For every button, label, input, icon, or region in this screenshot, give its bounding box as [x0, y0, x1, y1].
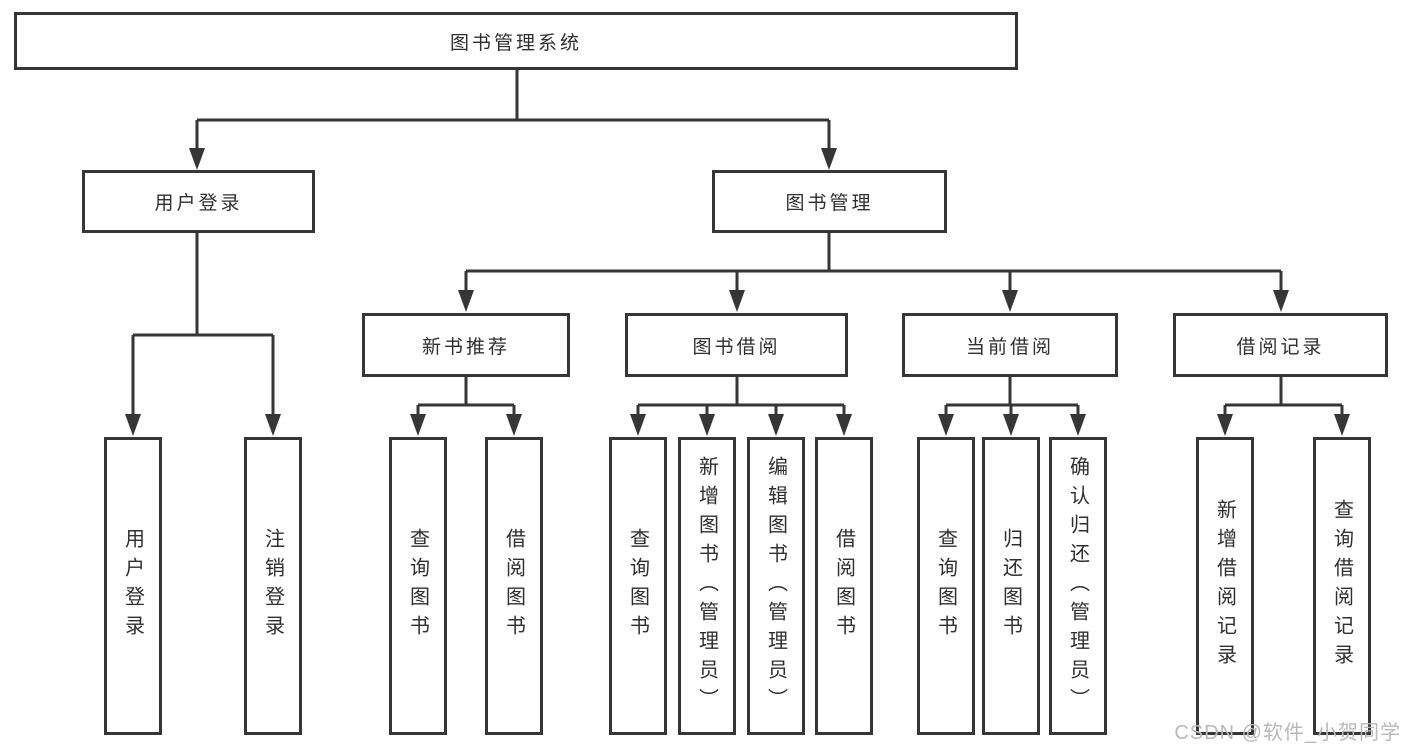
node-user-login: 用户登录: [82, 170, 315, 233]
watermark: CSDN @软件_小贺同学: [1174, 722, 1401, 744]
node-current-borrow: 当前借阅: [902, 313, 1118, 377]
node-book-management-label: 图书管理: [785, 193, 874, 214]
leaf-borrow-edit-books-admin-label: 编辑图书（管理员）: [764, 455, 787, 717]
leaf-recommend-query-books-label: 查询图书: [406, 528, 429, 644]
node-book-borrow-label: 图书借阅: [692, 336, 781, 358]
leaf-borrow-borrow-books: 借阅图书: [815, 437, 873, 735]
leaf-current-query-books: 查询图书: [917, 437, 975, 735]
leaf-recommend-borrow-books: 借阅图书: [485, 437, 543, 735]
leaf-borrow-add-books-admin-label: 新增图书（管理员）: [695, 455, 718, 717]
leaf-logout-label: 注销登录: [261, 528, 284, 644]
leaf-records-add-record-label: 新增借阅记录: [1213, 499, 1236, 673]
node-root: 图书管理系统: [14, 12, 1018, 70]
leaf-logout: 注销登录: [244, 437, 302, 735]
node-book-borrow: 图书借阅: [625, 313, 848, 377]
leaf-borrow-edit-books-admin: 编辑图书（管理员）: [747, 437, 805, 735]
leaf-borrow-add-books-admin: 新增图书（管理员）: [678, 437, 736, 735]
node-book-management: 图书管理: [712, 170, 947, 233]
node-new-book-recommend: 新书推荐: [362, 313, 570, 377]
leaf-records-query-record-label: 查询借阅记录: [1330, 499, 1353, 673]
leaf-records-query-record: 查询借阅记录: [1313, 437, 1371, 735]
leaf-borrow-query-books: 查询图书: [609, 437, 667, 735]
leaf-current-query-books-label: 查询图书: [934, 528, 957, 644]
leaf-records-add-record: 新增借阅记录: [1196, 437, 1254, 735]
node-current-borrow-label: 当前借阅: [965, 336, 1054, 358]
node-user-login-label: 用户登录: [154, 193, 243, 214]
node-new-book-recommend-label: 新书推荐: [421, 336, 510, 358]
leaf-recommend-query-books: 查询图书: [389, 437, 447, 735]
node-root-label: 图书管理系统: [449, 32, 582, 54]
leaf-borrow-borrow-books-label: 借阅图书: [832, 528, 855, 644]
arrowheads: [125, 148, 1350, 436]
leaf-recommend-borrow-books-label: 借阅图书: [502, 528, 525, 644]
node-borrow-records-label: 借阅记录: [1236, 336, 1325, 358]
leaf-user-login: 用户登录: [104, 437, 162, 735]
leaf-user-login-label: 用户登录: [121, 528, 144, 644]
node-borrow-records: 借阅记录: [1173, 313, 1388, 377]
leaf-current-confirm-return-admin-label: 确认归还（管理员）: [1066, 455, 1089, 717]
leaf-borrow-query-books-label: 查询图书: [626, 528, 649, 644]
leaf-current-return-books: 归还图书: [982, 437, 1040, 735]
leaf-current-confirm-return-admin: 确认归还（管理员）: [1049, 437, 1107, 735]
leaf-current-return-books-label: 归还图书: [999, 528, 1022, 644]
